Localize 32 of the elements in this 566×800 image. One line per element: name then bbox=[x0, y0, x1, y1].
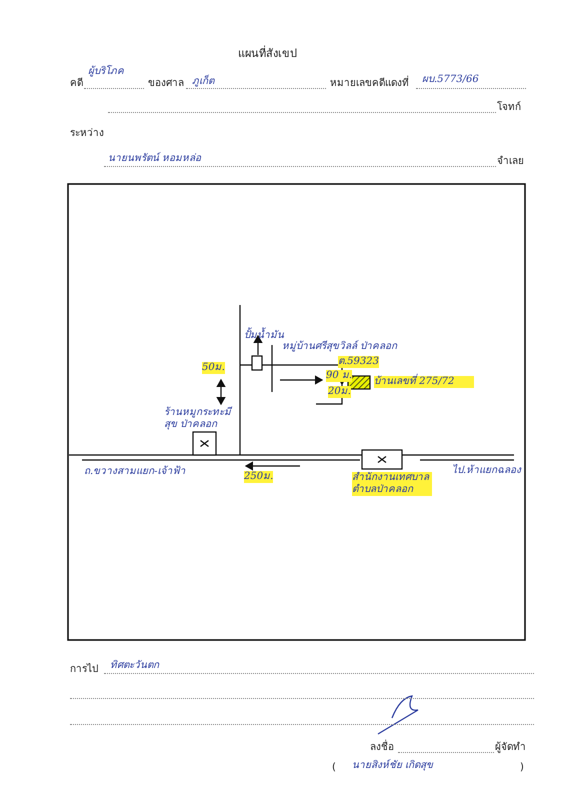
distance-label: 20ม. bbox=[328, 386, 351, 398]
map-label: ต.59323 bbox=[338, 356, 379, 368]
parenthesis: ( bbox=[332, 762, 336, 774]
distance-label: 250ม. bbox=[244, 471, 274, 483]
form-label: คดี bbox=[70, 78, 83, 90]
parenthesis: ) bbox=[520, 762, 524, 774]
place-label: ร้านหมูกระทะมีสุข ป่าคลอก bbox=[164, 407, 234, 431]
handwritten-text: ภูเก็ต bbox=[192, 76, 214, 88]
form-label: ของศาล bbox=[148, 78, 184, 90]
form-label: ลงชื่อ bbox=[370, 742, 394, 754]
form-label: ระหว่าง bbox=[70, 128, 104, 140]
handwritten-text: ผู้บริโภค bbox=[88, 66, 124, 78]
building-marker bbox=[361, 449, 403, 470]
form-label: จำเลย bbox=[497, 156, 524, 168]
distance-label: 90 ม. bbox=[326, 370, 352, 382]
road-label: ไป.ห้าแยกฉลอง bbox=[452, 465, 522, 477]
distance-label: 50ม. bbox=[202, 362, 225, 374]
handwritten-text: นายนพรัตน์ หอมหล่อ bbox=[108, 153, 202, 165]
handwritten-text: ทิศตะวันตก bbox=[110, 660, 159, 672]
station-marker bbox=[251, 355, 263, 371]
map-label: หมู่บ้านศรีสุขวิลล์ ป่าคลอก bbox=[282, 341, 398, 353]
handwritten-name: นายสิงห์ชัย เกิดสุข bbox=[352, 760, 434, 772]
form-label: หมายเลขคดีแดงที่ bbox=[330, 78, 409, 90]
place-label: สำนักงานเทศบาล ตำบลป่าคลอก bbox=[352, 472, 432, 496]
place-label: บ้านเลขที่ 275/72 bbox=[374, 376, 474, 388]
form-label: โจทก์ bbox=[497, 102, 521, 114]
building-marker bbox=[192, 431, 217, 456]
form-label: การไป bbox=[70, 664, 98, 676]
road-label: ถ.ขวางสามแยก-เจ้าฟ้า bbox=[84, 466, 186, 478]
handwritten-text: ผบ.5773/66 bbox=[422, 74, 479, 86]
form-label: ผู้จัดทำ bbox=[495, 742, 526, 754]
title: แผนที่สังเขป bbox=[238, 48, 297, 60]
